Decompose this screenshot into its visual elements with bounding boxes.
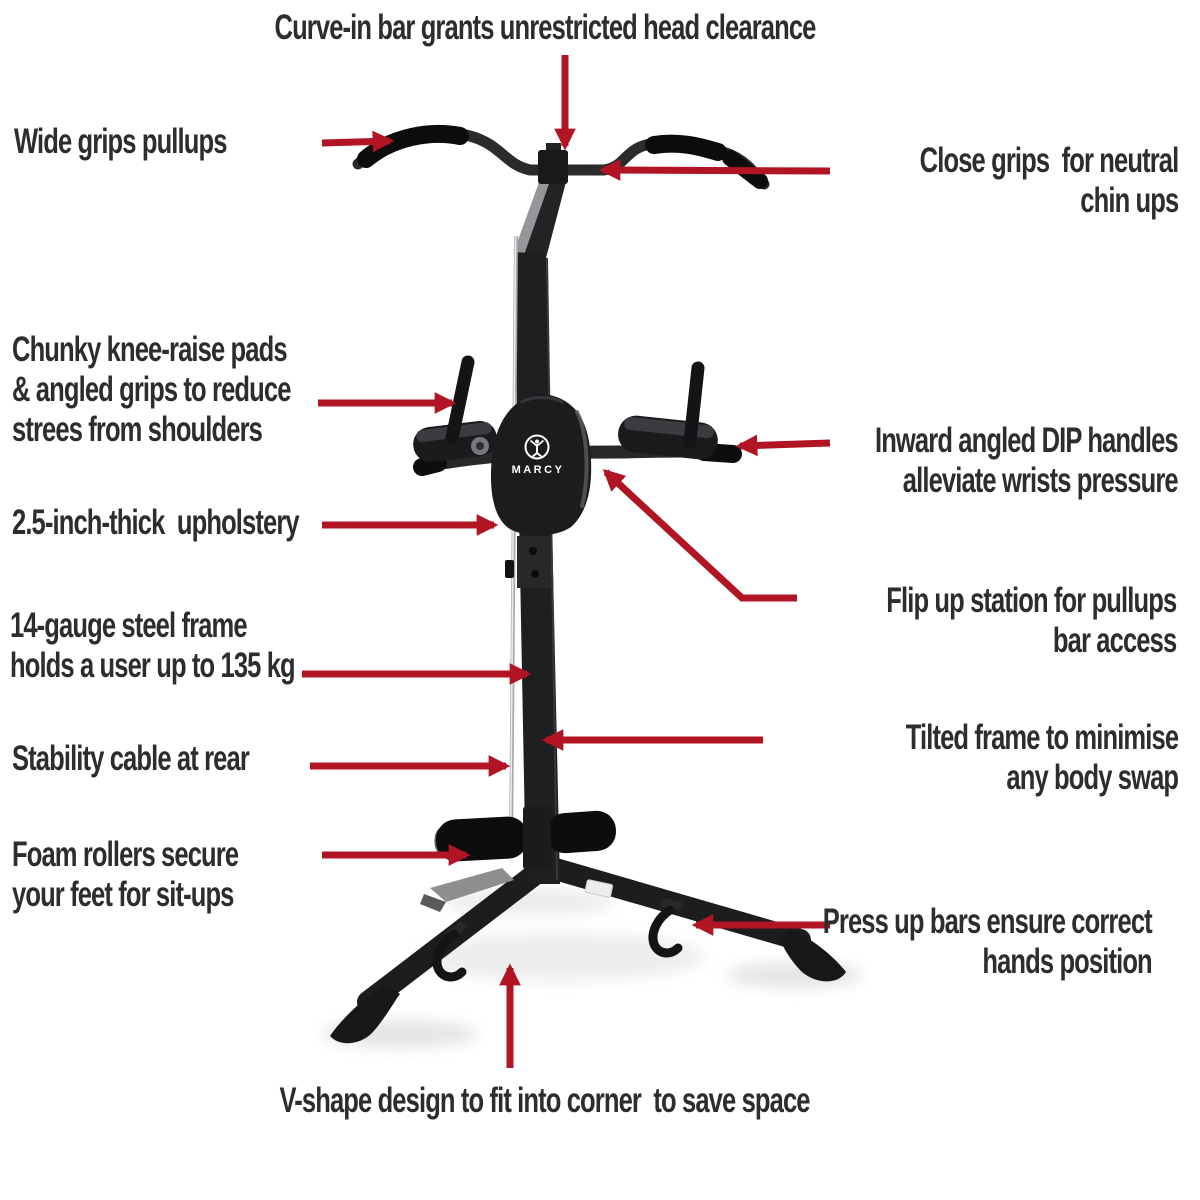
callout-text: 14-gauge steel frame: [10, 606, 248, 645]
callout-text: your feet for sit-ups: [12, 875, 234, 914]
callout-steel-frame: 14-gauge steel frame holds a user up to …: [10, 606, 400, 686]
callout-text: chin ups: [1079, 181, 1179, 220]
arrow-dip-handles: [735, 434, 831, 457]
callout-text: alleviate wrists pressure: [903, 461, 1179, 500]
callout-text: holds a user up to 135 kg: [10, 646, 296, 685]
press-up-bars: [432, 879, 683, 982]
arrow-wide-grips: [321, 130, 395, 153]
callout-text: Close grips for neutral: [919, 141, 1179, 180]
callout-stability-cable: Stability cable at rear: [12, 739, 337, 779]
marcy-logo: MARCY: [512, 434, 565, 476]
leg-sticker: [584, 879, 614, 898]
callout-text: strees from shoulders: [12, 410, 263, 449]
callout-wide-grips: Wide grips pullups: [14, 122, 305, 162]
arrow-close-grips: [598, 159, 831, 181]
grip-right: [645, 134, 727, 161]
left-foot-flare: [330, 984, 400, 1044]
callout-text: Wide grips pullups: [14, 122, 227, 161]
callout-v-shape: V-shape design to fit into corner to sav…: [185, 1081, 885, 1121]
marcy-logo-text: MARCY: [512, 464, 565, 476]
bar-bracket: [538, 150, 568, 184]
stability-cable: [505, 235, 518, 855]
right-foot-flare: [780, 928, 846, 982]
backrest-pad: MARCY: [490, 394, 592, 536]
callout-text: bar access: [1052, 621, 1177, 660]
callout-arrows: [302, 55, 831, 1068]
callout-press-up: Press up bars ensure correct hands posit…: [701, 902, 1153, 982]
callout-text: & angled grips to reduce: [12, 370, 291, 409]
callout-text: V-shape design to fit into corner to sav…: [279, 1081, 811, 1120]
wide-grip-left: [357, 125, 469, 168]
callout-text: Curve-in bar grants unrestricted head cl…: [274, 8, 816, 47]
callout-close-grips: Close grips for neutral chin ups: [824, 141, 1179, 221]
callout-text: Foam rollers secure: [12, 835, 239, 874]
callout-text: hands position: [982, 942, 1153, 981]
angled-grips: [445, 355, 705, 449]
callout-text: any body swap: [1006, 758, 1179, 797]
callout-text: Chunky knee-raise pads: [12, 330, 288, 369]
callout-text: Press up bars ensure correct: [822, 902, 1153, 941]
dip-handle-left: [413, 454, 447, 476]
pullup-bar: [352, 125, 770, 190]
foot-hook: [430, 868, 514, 902]
arrow-flip-up: [602, 469, 797, 602]
callout-text: Tilted frame to minimise: [905, 718, 1179, 757]
callout-text: Inward angled DIP handles: [875, 421, 1179, 460]
callout-knee-raise: Chunky knee-raise pads & angled grips to…: [12, 330, 394, 450]
callout-upholstery: 2.5-inch-thick upholstery: [12, 503, 405, 543]
callout-head-clearance: Curve-in bar grants unrestricted head cl…: [145, 8, 945, 48]
callout-tilted-frame: Tilted frame to minimise any body swap: [805, 718, 1179, 798]
callout-text: Flip up station for pullups: [885, 581, 1177, 620]
callout-flip-up: Flip up station for pullups bar access: [779, 581, 1177, 661]
callout-text: Stability cable at rear: [12, 739, 250, 778]
callout-foam-rollers: Foam rollers secure your feet for sit-up…: [12, 835, 322, 915]
callout-text: 2.5-inch-thick upholstery: [12, 503, 300, 542]
callout-dip-handles: Inward angled DIP handles alleviate wris…: [763, 421, 1179, 501]
